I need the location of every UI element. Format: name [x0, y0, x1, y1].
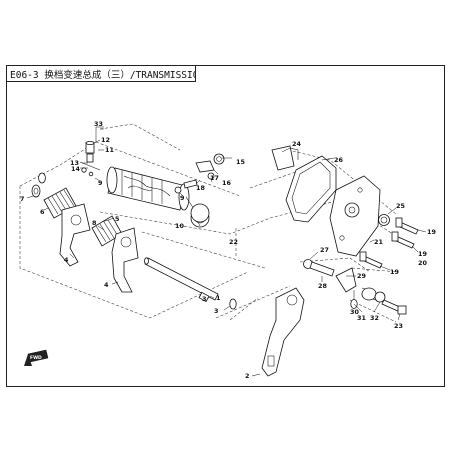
- callout-27: 28: [318, 282, 327, 290]
- callout-30: 31: [357, 314, 366, 322]
- spring-29: [361, 287, 377, 301]
- bolt-19-middle: [391, 231, 415, 249]
- callout-4-right: 4: [104, 281, 109, 289]
- callout-28: 29: [357, 272, 366, 280]
- callout-16: 16: [222, 179, 231, 187]
- shift-shaft-cover: [329, 175, 381, 257]
- washer-7: [31, 172, 46, 198]
- callout-11: 11: [105, 146, 114, 154]
- diagram-frame: [6, 65, 445, 387]
- bearing-10: [190, 203, 210, 223]
- bolt-19-upper: [395, 217, 419, 235]
- callout-leaders: [26, 128, 427, 377]
- pin-9: [174, 186, 182, 194]
- callout-19-lower: 19: [390, 268, 399, 276]
- shift-fork-right: [111, 227, 139, 293]
- callout-10: 10: [175, 222, 184, 230]
- callout-9: 9: [98, 179, 103, 187]
- callout-17: 17: [210, 174, 219, 182]
- callout-8: 8: [92, 219, 97, 227]
- callout-21: 21: [374, 238, 383, 246]
- callout-31: 32: [370, 314, 379, 322]
- gasket-25: [285, 155, 337, 223]
- bolt-19-lower: [359, 251, 383, 269]
- callout-15: 15: [236, 158, 245, 166]
- callout-26: 27: [320, 246, 329, 254]
- callout-4-left: 4: [64, 256, 69, 264]
- callout-25: 26: [334, 156, 343, 164]
- sensor-23: [271, 145, 299, 171]
- shift-lever-2: [261, 287, 305, 377]
- callout-labels: 33 12 11 13 14 9 7 6 5 8 4 4 1 3 3 10 9 …: [20, 120, 436, 380]
- callout-14: 14: [71, 165, 80, 173]
- callout-6: 6: [40, 208, 45, 216]
- shift-fork-shaft: [144, 257, 237, 310]
- stopper-arm-28: [335, 267, 357, 293]
- callout-3-lower: 3: [202, 295, 206, 303]
- part-33-pin-stack: [79, 126, 104, 177]
- fwd-direction-mark: FWD: [24, 349, 49, 366]
- callout-32: 23: [394, 322, 403, 330]
- callout-33: 33: [94, 120, 103, 128]
- callout-24: 25: [396, 202, 405, 210]
- diagram-title: E06-3 换档变速总成（三）/TRANSMISSION Ⅲ: [6, 65, 196, 82]
- callout-2: 2: [245, 372, 249, 380]
- fwd-label: FWD: [30, 355, 42, 361]
- bolt-32: [381, 299, 407, 315]
- shift-fork-left: [59, 203, 91, 267]
- callout-7: 7: [20, 195, 24, 203]
- callout-23: 24: [292, 140, 301, 148]
- stopper-26: [303, 259, 335, 277]
- oil-seal-24: [378, 214, 390, 226]
- callout-3-washer: 3: [214, 307, 218, 315]
- callout-29: 30: [350, 308, 359, 316]
- callout-9b: 9: [180, 194, 185, 202]
- callout-18: 18: [196, 184, 205, 192]
- callout-19-upper: 19: [427, 228, 436, 236]
- detent-parts-14-18: [183, 153, 225, 189]
- callout-12: 12: [101, 136, 110, 144]
- callout-5: 5: [115, 215, 119, 223]
- callout-19-middle: 19: [418, 250, 427, 258]
- callout-1: 1: [216, 294, 220, 302]
- callout-13: 13: [70, 159, 79, 167]
- callout-22: 22: [229, 238, 238, 246]
- callout-20: 20: [418, 259, 427, 267]
